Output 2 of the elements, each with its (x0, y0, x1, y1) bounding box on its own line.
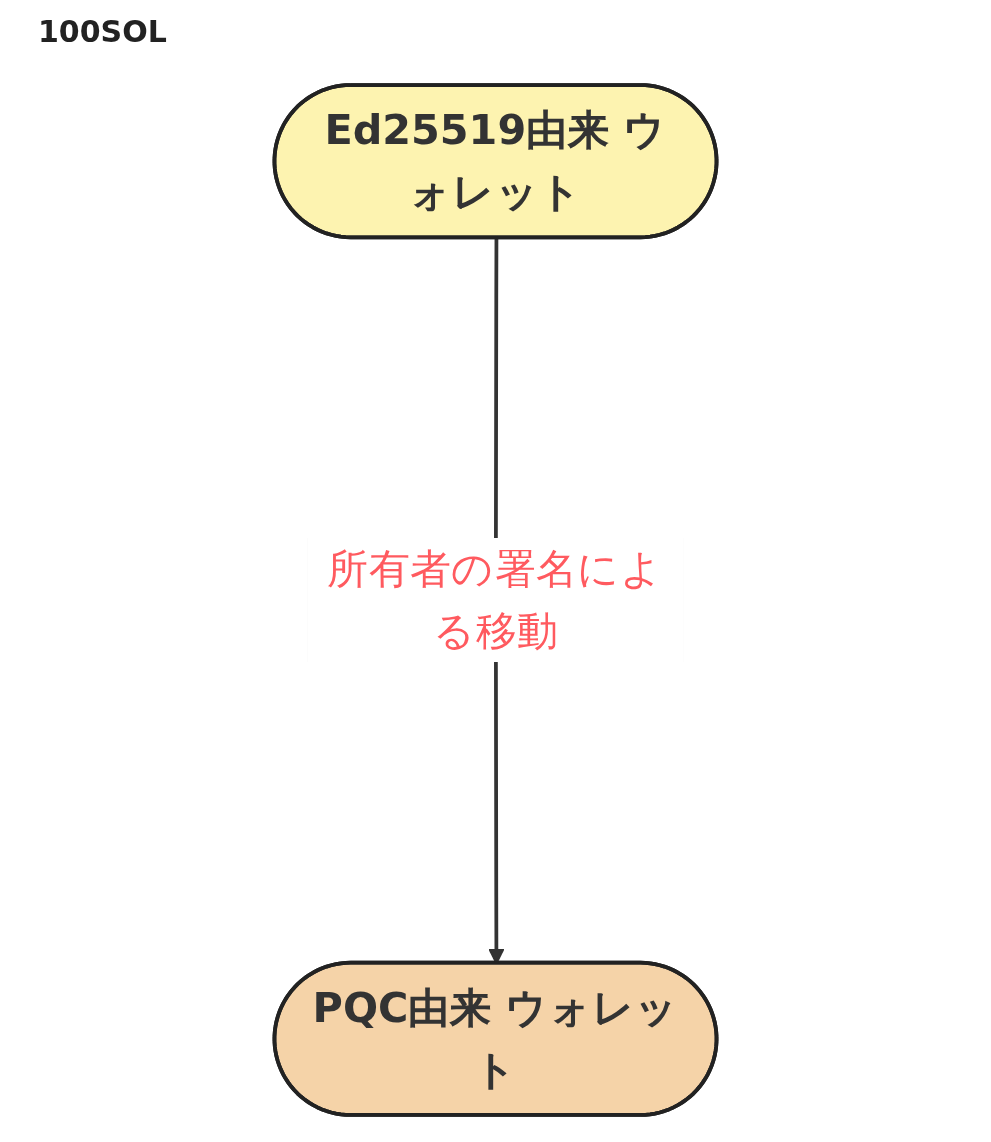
edge-label: 所有者の署名による移動 (327, 545, 664, 655)
heading-label: 100SOL (38, 14, 167, 49)
